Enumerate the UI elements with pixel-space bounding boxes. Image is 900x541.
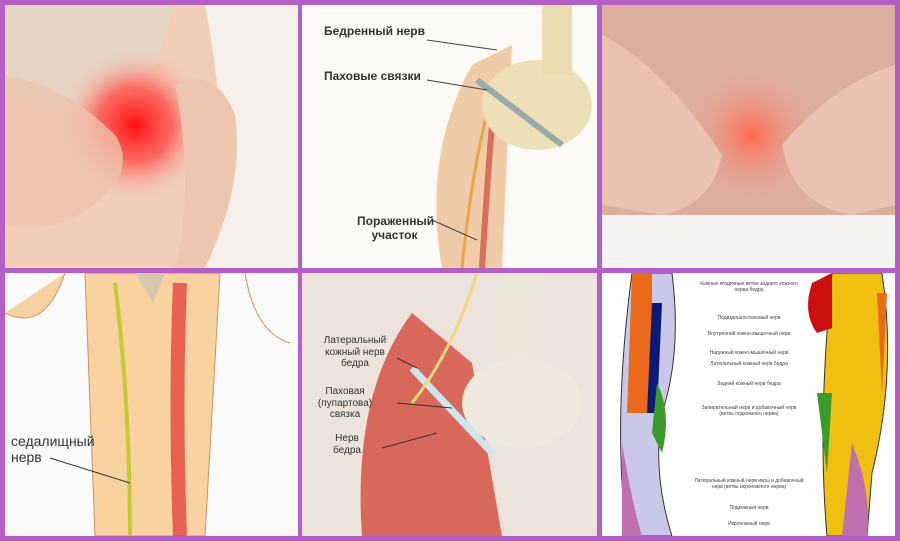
sciatic-nerve-diagram: седалищный нерв <box>5 273 298 536</box>
label-femoral-nerve: Бедренный нерв <box>324 24 426 38</box>
label-inguinal-ligament: Паховая (пупартова) связка <box>317 386 373 420</box>
label-lateral-sural-nerve: Латеральный кожный нерв икры и добавочны… <box>694 478 804 490</box>
hip-illustration <box>5 5 298 268</box>
label-sural-nerve: Икроножный нерв <box>728 521 770 527</box>
label-posterior-femoral-cutaneous-nerve: Задний кожный нерв бедра <box>717 381 781 387</box>
label-inguinal-ligaments: Паховые связки <box>324 69 421 83</box>
leg-innervation-map: Кожные ягодичные ветви заднего кожного н… <box>602 273 895 536</box>
label-lateral-femoral-cutaneous-nerve: Латеральный кожный нерв бедра <box>710 361 788 367</box>
thigh-muscle-illustration <box>360 273 582 536</box>
back-illustration <box>602 5 895 268</box>
lateral-cutaneous-nerve-diagram: Латеральный кожный нерв бедра Паховая (п… <box>302 273 597 536</box>
lower-back-pain-photo <box>602 5 895 268</box>
label-ilioinguinal-nerve: Подвздошно-паховый нерв <box>717 315 781 321</box>
hip-pain-photo <box>5 5 298 268</box>
leg-dermatome-illustration <box>620 273 889 536</box>
label-sciatic-nerve: седалищный нерв <box>11 433 95 466</box>
label-lateral-cutaneous-nerve: Латеральный кожный нерв бедра <box>323 335 387 369</box>
label-obturator-nerve: Запирательный нерв и добавочный нерв (ве… <box>701 405 797 417</box>
label-saphenous-nerve: Подкожный нерв <box>729 505 769 511</box>
label-thigh-nerve: Нерв бедра <box>333 433 361 456</box>
label-gluteal-branches: Кожные ягодичные ветви заднего кожного н… <box>700 281 798 293</box>
pelvis-illustration <box>426 5 592 268</box>
label-lateral-musculocutaneous-nerve: Наружный кожно-мышечный нерв <box>709 350 789 356</box>
label-medial-cutaneous-nerve: Внутренний кожно-мышечный нерв <box>707 331 791 337</box>
label-affected-area: Пораженный участок <box>357 214 435 242</box>
legs-illustration <box>5 273 291 536</box>
femoral-nerve-diagram: Бедренный нерв Паховые связки Пораженный… <box>302 5 597 268</box>
